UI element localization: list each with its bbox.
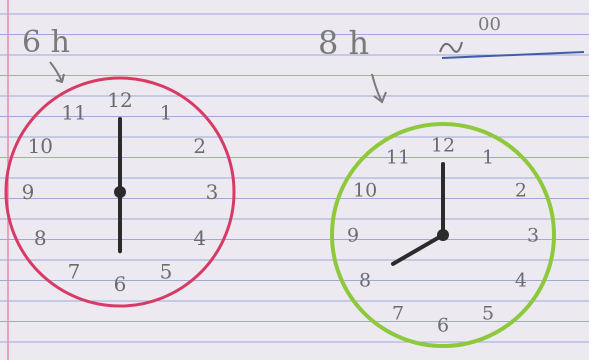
clock-center xyxy=(437,229,449,241)
clock-number-4: 4 xyxy=(193,226,206,250)
clock-number-6: 6 xyxy=(114,272,127,296)
clock-number-2: 2 xyxy=(515,180,527,202)
clock-number-5: 5 xyxy=(160,260,173,284)
clock-number-5: 5 xyxy=(482,303,494,325)
clock-number-12: 12 xyxy=(431,135,455,157)
clock-number-8: 8 xyxy=(359,270,371,292)
clock-8-oclock: 12 12 3 45 6 78 9 10 11 xyxy=(330,122,556,348)
clock-number-11: 11 xyxy=(386,147,410,169)
right-time-heading: 8 h xyxy=(318,24,369,62)
clock-face xyxy=(4,76,236,308)
left-time-heading: 6 h xyxy=(22,25,70,60)
clock-number-10: 10 xyxy=(28,134,53,158)
right-arrow-icon xyxy=(371,73,387,104)
minutes-mark xyxy=(439,41,463,53)
clock-number-9: 9 xyxy=(22,180,35,204)
clock-number-9: 9 xyxy=(347,225,359,247)
clock-number-4: 4 xyxy=(515,270,527,292)
blue-underline xyxy=(441,51,585,59)
ruled-lines xyxy=(0,13,589,343)
clock-numbers: 12 12 3 45 6 78 9 10 11 xyxy=(347,135,539,337)
clock-number-6: 6 xyxy=(437,315,449,337)
left-arrow-icon xyxy=(49,61,65,84)
clock-number-8: 8 xyxy=(34,226,47,250)
clock-number-10: 10 xyxy=(353,180,377,202)
right-minutes-heading: 00 xyxy=(478,14,501,35)
clock-number-1: 1 xyxy=(482,147,494,169)
clock-number-7: 7 xyxy=(392,303,404,325)
clock-number-1: 1 xyxy=(160,100,173,124)
clock-number-7: 7 xyxy=(68,260,81,284)
clock-number-11: 11 xyxy=(61,100,86,124)
hour-hand xyxy=(391,233,445,266)
clock-face xyxy=(330,122,556,348)
clock-number-3: 3 xyxy=(206,180,219,204)
clock-number-2: 2 xyxy=(193,134,206,158)
clock-number-12: 12 xyxy=(107,88,132,112)
clock-number-3: 3 xyxy=(527,225,539,247)
clock-center xyxy=(114,186,126,198)
